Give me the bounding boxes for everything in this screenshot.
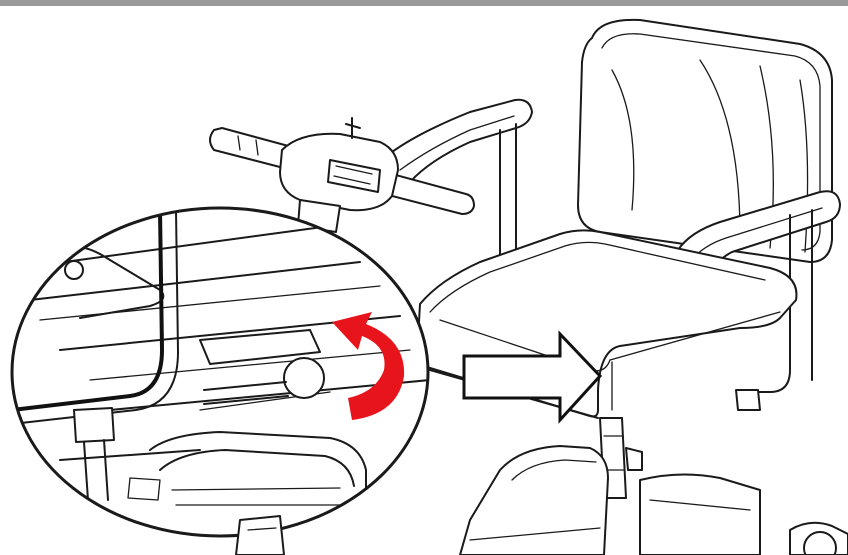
lower-fragments <box>235 515 285 555</box>
slide-right-arrow-icon <box>462 330 603 424</box>
rotate-counterclockwise-arrow-icon <box>332 312 405 420</box>
wheelchair <box>209 18 848 555</box>
backrest <box>577 18 833 263</box>
seat-post <box>599 389 761 499</box>
base-housing <box>459 445 848 555</box>
top-border-bar <box>0 0 848 6</box>
detail-callout <box>10 206 430 538</box>
